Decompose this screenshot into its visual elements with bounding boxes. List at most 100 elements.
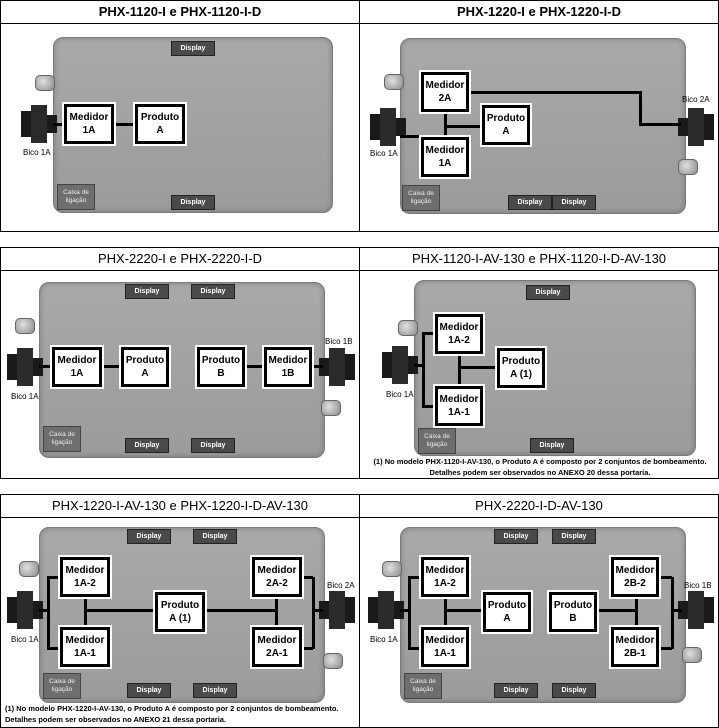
hose-connector-icon [678, 159, 698, 175]
dispenser-panel [400, 38, 686, 214]
produto-box: Produto A (1) [155, 592, 205, 632]
caixa-de-ligacao: Caixa de ligação [43, 426, 81, 452]
medidor-box: Medidor 1B [264, 347, 312, 387]
flow-line [408, 576, 422, 579]
bico-label: Bico 2A [682, 95, 710, 104]
bico-label: Bico 1A [370, 149, 398, 158]
medidor-box: Medidor 1A-1 [421, 627, 469, 667]
display-label: Display [494, 683, 538, 698]
cell-title: PHX-2220-I e PHX-2220-I-D [1, 248, 359, 271]
medidor-box: Medidor 1A-2 [60, 557, 110, 597]
flow-line [444, 112, 447, 157]
medidor-box: Medidor 1A-1 [60, 627, 110, 667]
flow-line [635, 595, 638, 629]
cell-title: PHX-1220-I e PHX-1220-I-D [360, 1, 718, 24]
flow-line [39, 365, 53, 368]
display-label: Display [127, 529, 171, 544]
nozzle-icon [678, 108, 714, 146]
flow-line [311, 365, 323, 368]
dispenser-panel [400, 527, 686, 703]
cell-title: PHX-1120-I e PHX-1120-I-D [1, 1, 359, 24]
hose-connector-icon [15, 318, 35, 334]
display-label: Display [526, 285, 570, 300]
bico-label: Bico 1A [11, 392, 39, 401]
flow-line [671, 577, 674, 649]
produto-box: Produto A [121, 347, 169, 387]
flow-line [47, 577, 50, 649]
flow-line [400, 609, 410, 612]
bico-label: Bico 1A [23, 148, 51, 157]
flow-line [312, 577, 315, 649]
flow-line [639, 123, 681, 126]
display-label: Display [171, 195, 215, 210]
cell-title: PHX-1220-I-AV-130 e PHX-1220-I-D-AV-130 [1, 495, 359, 518]
flow-line [47, 647, 61, 650]
display-label: Display [193, 683, 237, 698]
caixa-de-ligacao: Caixa de ligação [418, 428, 456, 454]
cell-phx-1120-i: PHX-1120-I e PHX-1120-I-D Display Displa… [0, 0, 360, 232]
display-label: Display [552, 683, 596, 698]
display-label: Display [125, 438, 169, 453]
flow-line [400, 135, 422, 138]
bico-label: Bico 1A [11, 635, 39, 644]
medidor-box: Medidor 1A-1 [435, 386, 483, 426]
medidor-box: Medidor 2B-1 [611, 627, 659, 667]
nozzle-icon [7, 591, 43, 629]
cell-title: PHX-1120-I-AV-130 e PHX-1120-I-D-AV-130 [360, 248, 718, 271]
flow-line [313, 609, 323, 612]
medidor-box: Medidor 1A [421, 137, 469, 177]
medidor-box: Medidor 2A [421, 72, 469, 112]
flow-line [658, 647, 672, 650]
flow-line [658, 576, 672, 579]
display-label: Display [530, 438, 574, 453]
cell-phx-1120-i-av-130: PHX-1120-I-AV-130 e PHX-1120-I-D-AV-130 … [359, 247, 719, 479]
flow-line [114, 123, 136, 126]
footnote: (1) No modelo PHX-1120-I-AV-130, o Produ… [373, 457, 707, 477]
nozzle-icon [319, 591, 355, 629]
produto-box: Produto A [482, 105, 530, 145]
hose-connector-icon [35, 75, 55, 91]
bico-label: Bico 1A [370, 635, 398, 644]
flow-line [422, 405, 436, 408]
caixa-de-ligacao: Caixa de ligação [402, 185, 440, 211]
hose-connector-icon [682, 647, 702, 663]
nozzle-icon [319, 348, 355, 386]
caixa-de-ligacao: Caixa de ligação [404, 673, 442, 699]
flow-line [444, 595, 447, 629]
display-label: Display [552, 195, 596, 210]
flow-line [84, 595, 87, 629]
cell-phx-2220-i: PHX-2220-I e PHX-2220-I-D Display Displa… [0, 247, 360, 479]
flow-line [639, 91, 642, 125]
nozzle-icon [678, 591, 714, 629]
flow-line [53, 123, 65, 126]
flow-line [596, 609, 636, 612]
medidor-box: Medidor 1A-2 [421, 557, 469, 597]
bico-label: Bico 2A [327, 581, 355, 590]
flow-line [672, 609, 682, 612]
display-label: Display [125, 284, 169, 299]
dispenser-panel [414, 280, 696, 456]
produto-box: Produto B [549, 592, 597, 632]
medidor-box: Medidor 2A-2 [252, 557, 302, 597]
nozzle-icon [368, 591, 404, 629]
hose-connector-icon [321, 400, 341, 416]
flow-line [102, 365, 122, 368]
display-label: Display [552, 529, 596, 544]
bico-label: Bico 1A [386, 390, 414, 399]
bico-label: Bico 1B [684, 581, 712, 590]
display-label: Display [508, 195, 552, 210]
flow-line [47, 576, 61, 579]
flow-line [414, 364, 424, 367]
medidor-box: Medidor 1A [52, 347, 102, 387]
nozzle-icon [370, 108, 406, 146]
display-label: Display [191, 284, 235, 299]
produto-box: Produto A (1) [497, 348, 545, 388]
flow-line [422, 333, 425, 407]
flow-line [468, 91, 640, 94]
display-label: Display [494, 529, 538, 544]
produto-box: Produto A [483, 592, 531, 632]
footnote: (1) No modelo PHX-1220-I-AV-130, o Produ… [5, 704, 339, 724]
flow-line [458, 352, 461, 386]
display-label: Display [171, 41, 215, 56]
display-label: Display [127, 683, 171, 698]
